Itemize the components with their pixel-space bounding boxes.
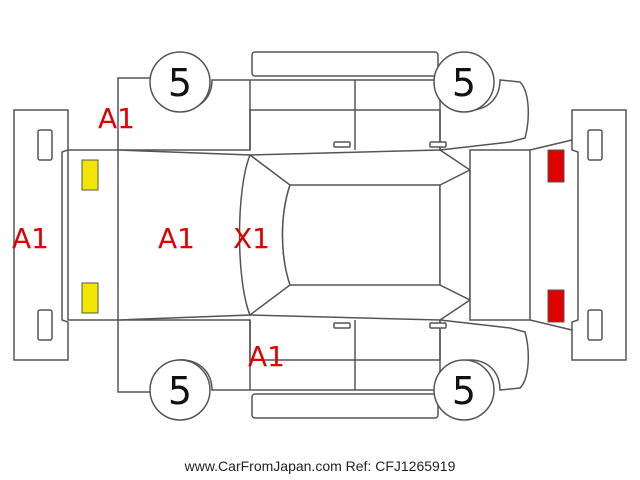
reference-footer: www.CarFromJapan.com Ref: CFJ1265919 xyxy=(184,458,456,474)
taillight-left xyxy=(547,149,565,183)
mark-windshield: X1 xyxy=(233,222,270,255)
headlight-right xyxy=(81,282,99,314)
mark-front-bumper: A1 xyxy=(12,222,49,255)
left-side-skirt xyxy=(251,51,439,77)
tire-front-right: 5 xyxy=(149,359,211,421)
tire-front-left-rating: 5 xyxy=(168,61,192,105)
mark-rear-left-door: A1 xyxy=(248,340,285,373)
rear-bumper xyxy=(571,109,627,361)
taillight-right xyxy=(547,289,565,323)
car-top-view xyxy=(67,139,573,331)
tire-rear-left: 5 xyxy=(433,51,495,113)
mark-hood: A1 xyxy=(158,222,195,255)
right-side-skirt xyxy=(251,393,439,419)
tire-front-left: 5 xyxy=(149,51,211,113)
mark-front-left-fender: A1 xyxy=(98,102,135,135)
tire-front-right-rating: 5 xyxy=(168,369,192,413)
headlight-left xyxy=(81,159,99,191)
tire-rear-right: 5 xyxy=(433,359,495,421)
front-bumper xyxy=(13,109,69,361)
tire-rear-left-rating: 5 xyxy=(452,61,476,105)
tire-rear-right-rating: 5 xyxy=(452,369,476,413)
